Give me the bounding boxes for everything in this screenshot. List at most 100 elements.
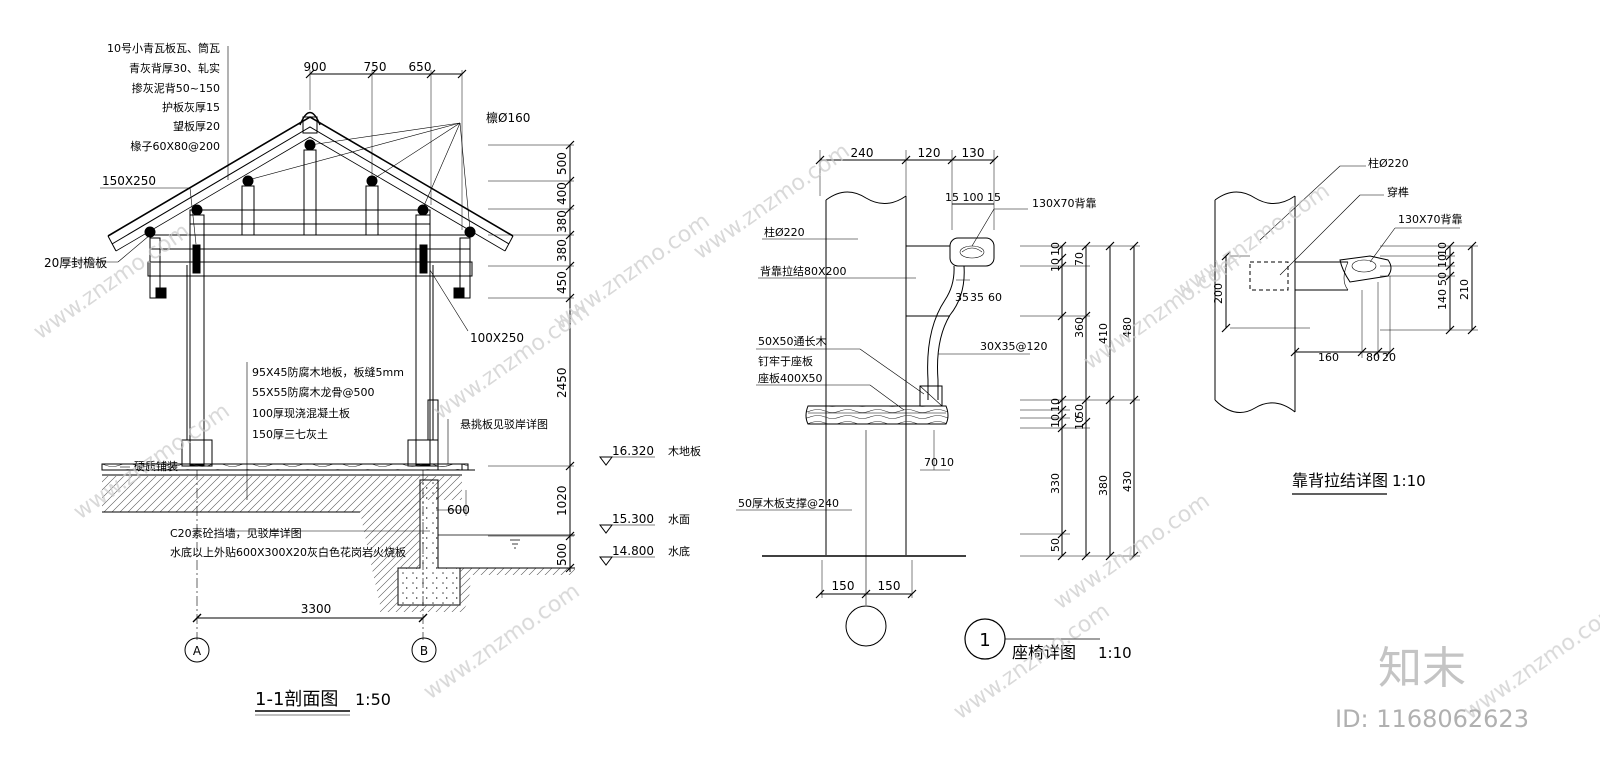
- dim-text: 750: [364, 60, 387, 74]
- floor-layer-note: 100厚现浇混凝土板: [252, 406, 350, 420]
- beam-note: 100X250: [470, 331, 524, 345]
- watermark-text: www.znzmo.com: [29, 219, 194, 345]
- cantilever-note: 悬挑板见驳岸详图: [460, 417, 548, 431]
- purlin: [243, 176, 253, 186]
- roof-layer-note: 青灰背厚30、轧实: [129, 61, 220, 75]
- wall-note: 水底以上外贴600X300X20灰白色花岗岩火烧板: [170, 545, 406, 559]
- dim-text: 410: [1097, 323, 1110, 344]
- floor-layer-note: 95X45防腐木地板，板缝5mm: [252, 365, 404, 379]
- tie-title: 靠背拉结详图: [1292, 471, 1388, 490]
- dim-text: 380: [555, 239, 569, 262]
- bench-note: 柱Ø220: [764, 225, 805, 239]
- dim-text: 480: [1121, 317, 1134, 338]
- dim-text: 50: [1049, 538, 1062, 552]
- dim-text: 380: [1097, 475, 1110, 496]
- dim-text: 150: [878, 579, 901, 593]
- level-label: 水底: [668, 544, 690, 558]
- dim-text: 130: [962, 146, 985, 160]
- level-value: 16.320: [612, 444, 654, 458]
- span-dim: 3300: [301, 602, 332, 616]
- bench-title: 座椅详图: [1012, 643, 1076, 662]
- watermark-text: www.znzmo.com: [949, 599, 1114, 725]
- dim-text: 50: [1436, 272, 1449, 286]
- dim-text: 140: [1436, 289, 1449, 310]
- dim-text: 70: [924, 456, 938, 469]
- beam-note: 150X250: [102, 174, 156, 188]
- spindle-note: 30X35@120: [980, 340, 1048, 353]
- roof-layer-note: 10号小青瓦板瓦、筒瓦: [107, 41, 220, 55]
- tie-drawing: [1215, 166, 1478, 413]
- level-value: 14.800: [612, 544, 654, 558]
- bench-note: 座板400X50: [758, 371, 823, 385]
- watermark-text: www.znzmo.com: [1049, 489, 1214, 615]
- dim-text: 210: [1458, 279, 1471, 300]
- floor-layer-note: 55X55防腐木龙骨@500: [252, 385, 375, 399]
- level-label: 木地板: [668, 444, 701, 458]
- bench-scale: 1:10: [1098, 644, 1132, 662]
- dim-text: 160: [1318, 351, 1339, 364]
- roof-layer-note: 望板厚20: [173, 119, 220, 133]
- dim-text: 100: [963, 191, 984, 204]
- dim-text: 10: [1049, 414, 1062, 428]
- backrest-note: 130X70背靠: [1032, 196, 1097, 210]
- dim-text: 35: [955, 291, 969, 304]
- bench-note: 50厚木板支撑@240: [738, 496, 839, 510]
- dim-text: 10: [1049, 398, 1062, 412]
- bench-note: 钉牢于座板: [758, 354, 813, 368]
- dim-text: 10: [1073, 416, 1086, 430]
- bench-note: 背靠拉结80X200: [760, 264, 847, 278]
- bench-drawing: [736, 150, 1140, 646]
- dim-text: 50: [1073, 404, 1086, 418]
- level-value: 15.300: [612, 512, 654, 526]
- dim-text: 10: [1436, 242, 1449, 256]
- dim-text: 15: [987, 191, 1001, 204]
- dim-text: 2450: [555, 367, 569, 398]
- dim-text: 600: [447, 503, 470, 517]
- dim-text: 35: [970, 291, 984, 304]
- section-labels: 900 750 650 10号小青瓦板瓦、筒瓦 青灰背厚30、轧实 掺灰泥背50…: [44, 41, 701, 715]
- dim-text: 10: [940, 456, 954, 469]
- dim-text: 450: [555, 271, 569, 294]
- tie-note: 穿榫: [1387, 185, 1409, 199]
- dim-text: 430: [1121, 471, 1134, 492]
- dim-text: 10: [1049, 242, 1062, 256]
- roof-layer-note: 掺灰泥背50~150: [132, 81, 220, 95]
- dim-text: 360: [1073, 317, 1086, 338]
- dim-text: 200: [1212, 283, 1225, 304]
- dim-text: 240: [851, 146, 874, 160]
- dim-text: 10: [1049, 258, 1062, 272]
- bench-labels: 240 120 130 15 100 15 130X70背靠 柱Ø220 背靠拉…: [738, 146, 1134, 662]
- dim-text: 650: [409, 60, 432, 74]
- dim-text: 900: [304, 60, 327, 74]
- tie-labels: 柱Ø220 穿榫 130X70背靠 200 10 10 140 50 210 1…: [1212, 156, 1471, 494]
- tie-note: 130X70背靠: [1398, 212, 1463, 226]
- dim-text: 120: [918, 146, 941, 160]
- roof-layer-note: 椽子60X80@200: [130, 140, 220, 153]
- dim-text: 20: [1382, 351, 1396, 364]
- section-drawing: [62, 46, 655, 662]
- purlin-note: 檩Ø160: [486, 110, 530, 125]
- brand-watermark: 知末 ID: 1168062623: [1335, 643, 1529, 733]
- roof-layer-note: 护板灰厚15: [162, 100, 220, 114]
- dim-text: 500: [555, 152, 569, 175]
- floor-layer-note: 150厚三七灰土: [252, 427, 328, 441]
- paving-note: 硬质铺装: [134, 460, 178, 473]
- dim-text: 15: [945, 191, 959, 204]
- axis-label-a: A: [193, 644, 202, 658]
- wall-note: C20素砼挡墙，见驳岸详图: [170, 526, 302, 540]
- level-label: 水面: [668, 513, 690, 526]
- tie-note: 柱Ø220: [1368, 156, 1409, 170]
- watermark-text: www.znzmo.com: [1169, 179, 1334, 305]
- dim-text: 1020: [555, 485, 569, 516]
- watermark-text: www.znzmo.com: [549, 209, 714, 335]
- tie-scale: 1:10: [1392, 472, 1426, 490]
- dim-text: 330: [1049, 473, 1062, 494]
- eave-board-note: 20厚封檐板: [44, 256, 107, 270]
- dim-text: 70: [1073, 252, 1086, 266]
- dim-text: 80: [1366, 351, 1380, 364]
- dim-text: 500: [555, 543, 569, 566]
- watermark-text: www.znzmo.com: [689, 139, 854, 265]
- section-scale: 1:50: [355, 690, 391, 709]
- bench-note: 50X50通长木: [758, 335, 827, 348]
